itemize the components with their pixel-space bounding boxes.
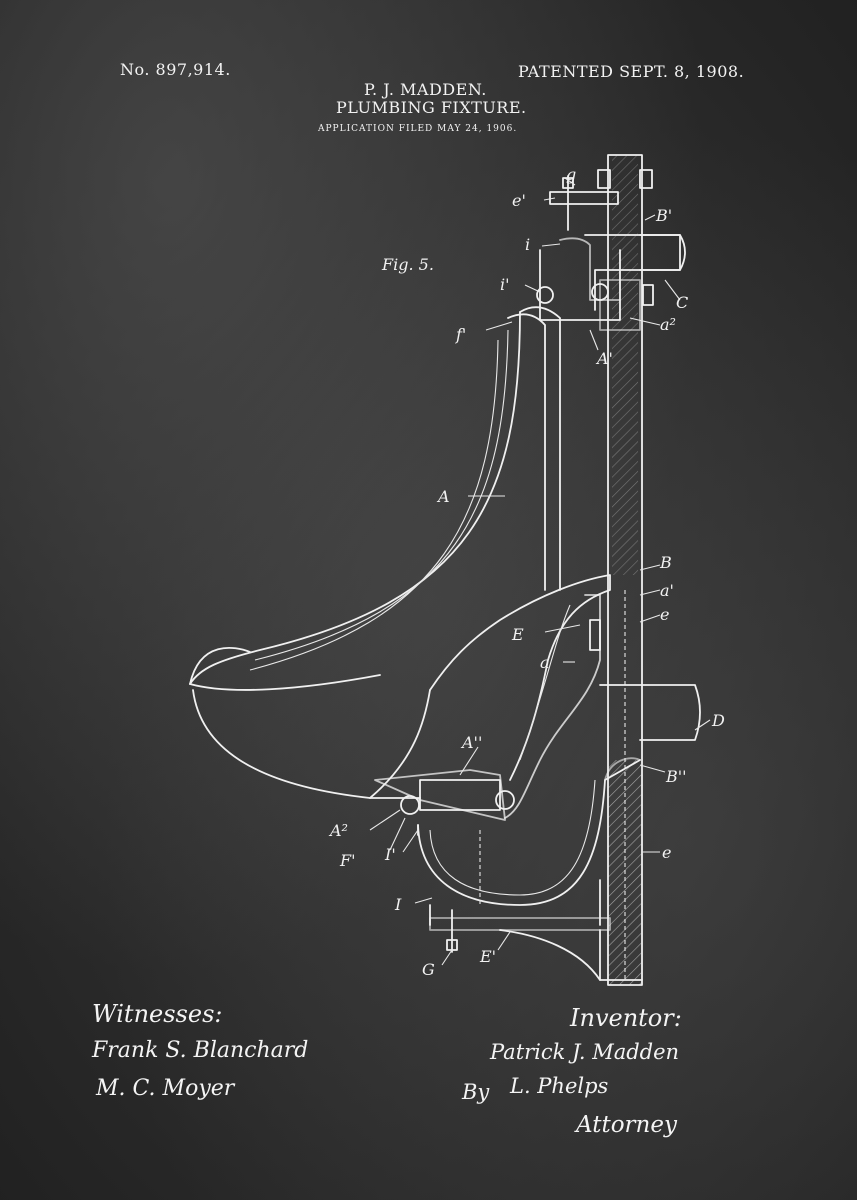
label-g: g — [566, 165, 576, 184]
label-f-prime: f' — [455, 325, 466, 344]
label-D: D — [711, 711, 725, 730]
inventor-signature: Patrick J. Madden — [490, 1040, 680, 1064]
label-B-double-prime: B'' — [665, 767, 687, 786]
urinal-bowl — [189, 306, 561, 799]
label-C: C — [676, 293, 688, 312]
attorney-label: Attorney — [576, 1112, 677, 1138]
label-A-squared: A² — [328, 821, 348, 840]
label-B-prime: B' — [655, 206, 672, 225]
figure-caption: Fig. 5. — [381, 255, 434, 274]
label-i-prime: i' — [500, 275, 510, 294]
label-I-prime: I' — [384, 845, 396, 864]
witness-1-signature: Frank S. Blanchard — [92, 1038, 309, 1063]
label-I: I — [394, 895, 402, 914]
label-B: B — [659, 553, 672, 572]
by-label: By — [462, 1080, 490, 1104]
label-e-prime: e' — [512, 191, 526, 210]
label-F-prime: F' — [339, 851, 356, 870]
label-a-squared: a² — [660, 315, 676, 334]
label-e: e — [660, 605, 669, 624]
patent-number: No. 897,914. — [120, 60, 231, 79]
inventor-label: Inventor: — [570, 1004, 682, 1032]
witnesses-heading: Witnesses: — [92, 1000, 223, 1028]
witness-2-signature: M. C. Moyer — [96, 1076, 235, 1101]
label-E-prime: E' — [479, 947, 496, 966]
patent-title: PLUMBING FIXTURE. — [336, 98, 527, 117]
cutaway-section — [369, 574, 611, 821]
base-bracket — [429, 909, 643, 981]
application-date: APPLICATION FILED MAY 24, 1906. — [318, 124, 518, 134]
patent-date: PATENTED SEPT. 8, 1908. — [518, 62, 745, 81]
pipe-C — [639, 234, 686, 271]
pipe-D — [599, 684, 701, 741]
label-a-prime: a' — [660, 581, 674, 600]
label-i: i — [525, 235, 530, 254]
leader-lines — [369, 177, 711, 966]
label-A-prime: A' — [595, 349, 613, 368]
label-E: E — [511, 625, 524, 644]
label-A: A — [436, 487, 450, 506]
label-G: G — [422, 960, 435, 979]
label-A-double-prime: A'' — [460, 733, 482, 752]
inventor-heading: P. J. MADDEN. — [364, 80, 487, 99]
attorney-signature: L. Phelps — [510, 1074, 609, 1098]
label-e-lower: e — [662, 843, 671, 862]
label-a: a — [540, 653, 550, 672]
